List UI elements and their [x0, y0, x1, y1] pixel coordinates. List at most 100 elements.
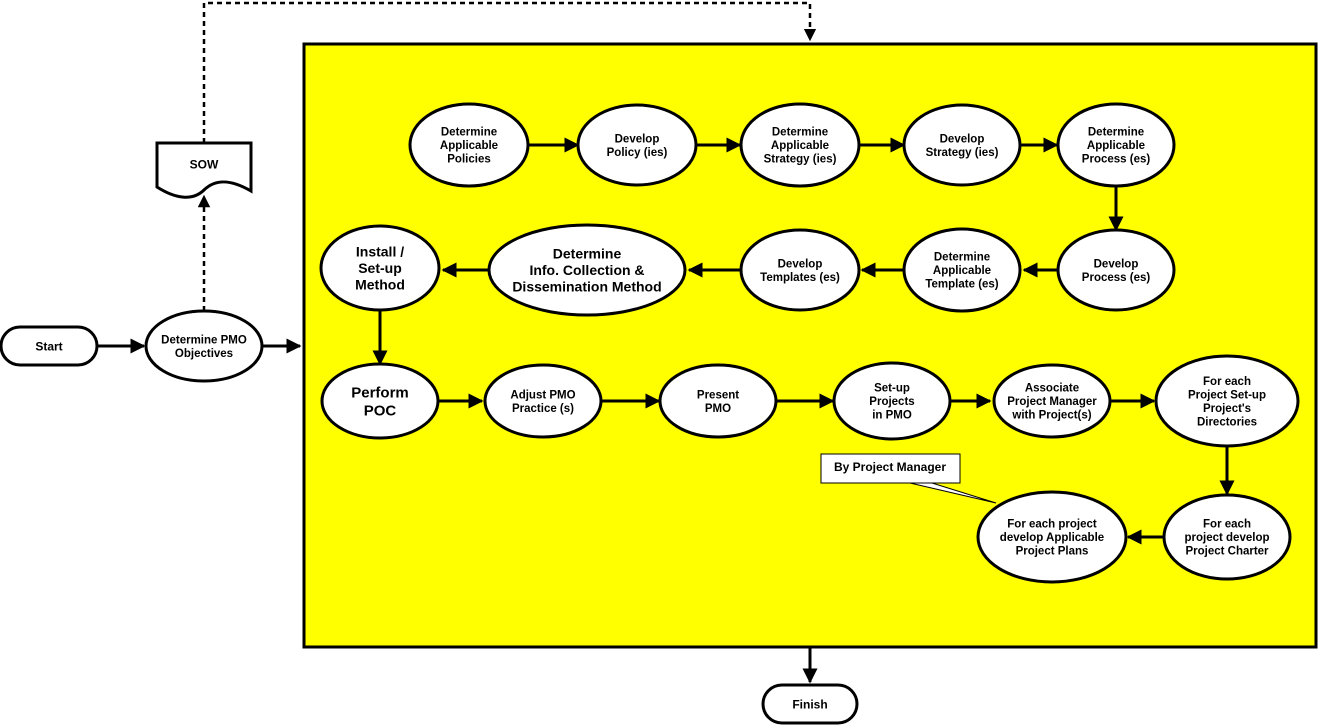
node-dev-templates-line: Templates (es)	[760, 272, 840, 284]
node-setup-line: Set-up	[874, 383, 910, 395]
node-adjust-shape	[483, 363, 603, 439]
node-objectives-line: Determine PMO	[161, 334, 247, 346]
node-charter-line: project develop	[1185, 532, 1270, 544]
node-charter-line: Project Charter	[1185, 546, 1269, 558]
node-adjust-line: Adjust PMO	[510, 389, 575, 401]
node-dev-process-line: Process (es)	[1082, 272, 1151, 284]
node-install-line: Method	[355, 277, 405, 293]
node-poc-line: POC	[364, 402, 397, 419]
node-det-template-shape	[902, 227, 1022, 313]
node-det-template-line: Applicable	[933, 265, 991, 277]
node-charter-line: For each	[1203, 519, 1251, 531]
node-dev-templates-line: Develop	[778, 258, 823, 270]
node-det-process-shape	[1056, 102, 1176, 188]
node-objectives-shape	[144, 309, 264, 383]
node-poc-shape	[320, 362, 440, 440]
node-det-strategy-line: Applicable	[771, 140, 829, 152]
node-info-line: Determine	[553, 246, 622, 262]
node-policy-line: Policy (ies)	[607, 147, 668, 159]
node-dev-strategy-line: Develop	[940, 133, 985, 145]
node-sow-label: SOW	[190, 157, 219, 171]
node-directories-line: Directories	[1197, 416, 1257, 428]
node-policy-line: Develop	[615, 133, 660, 145]
node-det-process-line: Determine	[1088, 127, 1144, 139]
node-present-line: Present	[697, 389, 739, 401]
sow-feedback-line	[202, 1, 817, 143]
node-start: Start	[0, 325, 99, 367]
node-dev-templates-shape	[739, 228, 861, 312]
node-finish: Finish	[761, 683, 859, 725]
node-finish-label: Finish	[792, 697, 827, 711]
node-det-process-line: Process (es)	[1082, 154, 1151, 166]
node-present-shape	[658, 363, 778, 439]
edges	[98, 137, 1235, 684]
node-policies-line: Determine	[441, 127, 497, 139]
node-associate-shape	[992, 363, 1112, 439]
node-sow-shape	[155, 141, 253, 199]
node-setup-line: in PMO	[872, 410, 912, 422]
node-adjust-label: Adjust PMO Practice (s)	[510, 389, 575, 415]
node-finish-shape	[761, 683, 859, 725]
node-info-line: Dissemination Method	[512, 279, 661, 295]
node-install-line: Install /	[356, 244, 404, 260]
callout-text: By Project Manager	[834, 460, 946, 474]
node-dev-strategy-line: Strategy (ies)	[926, 147, 999, 159]
node-policy-shape	[576, 103, 698, 187]
node-setup-line: Projects	[869, 396, 914, 408]
node-directories-line: For each	[1203, 376, 1251, 388]
node-associate-line: Associate	[1025, 383, 1079, 395]
node-associate-line: with Project(s)	[1011, 410, 1091, 422]
node-dev-process-line: Develop	[1094, 258, 1139, 270]
node-directories-line: Project's	[1203, 403, 1251, 415]
callout-box	[820, 453, 961, 484]
node-det-process-line: Applicable	[1087, 140, 1145, 152]
node-plans-line: develop Applicable	[1000, 532, 1104, 544]
node-det-strategy-shape	[739, 102, 861, 188]
node-install-shape	[319, 224, 441, 312]
nodes: Start Determine PMO Objectives SOW Finish Det…	[0, 102, 1300, 725]
node-setup-shape	[832, 361, 952, 441]
node-objectives: Determine PMO Objectives	[144, 309, 264, 383]
node-det-template-line: Template (es)	[925, 279, 998, 291]
node-det-strategy-line: Strategy (ies)	[764, 154, 837, 166]
node-det-strategy-line: Determine	[772, 127, 828, 139]
node-sow: SOW	[155, 141, 253, 199]
node-plans-line: Project Plans	[1016, 546, 1089, 558]
node-policies-shape	[408, 102, 530, 188]
node-directories-line: Project Set-up	[1188, 389, 1266, 401]
node-sow-line: SOW	[190, 157, 219, 171]
node-det-template-line: Determine	[934, 252, 990, 264]
node-info-shape	[487, 223, 687, 317]
node-directories-shape	[1154, 354, 1300, 448]
node-adjust-line: Practice (s)	[512, 403, 574, 415]
node-poc-line: Perform	[351, 385, 409, 402]
node-install-line: Set-up	[358, 260, 402, 276]
node-start-shape	[0, 325, 99, 367]
node-finish-line: Finish	[792, 697, 827, 711]
node-objectives-line: Objectives	[175, 348, 233, 360]
